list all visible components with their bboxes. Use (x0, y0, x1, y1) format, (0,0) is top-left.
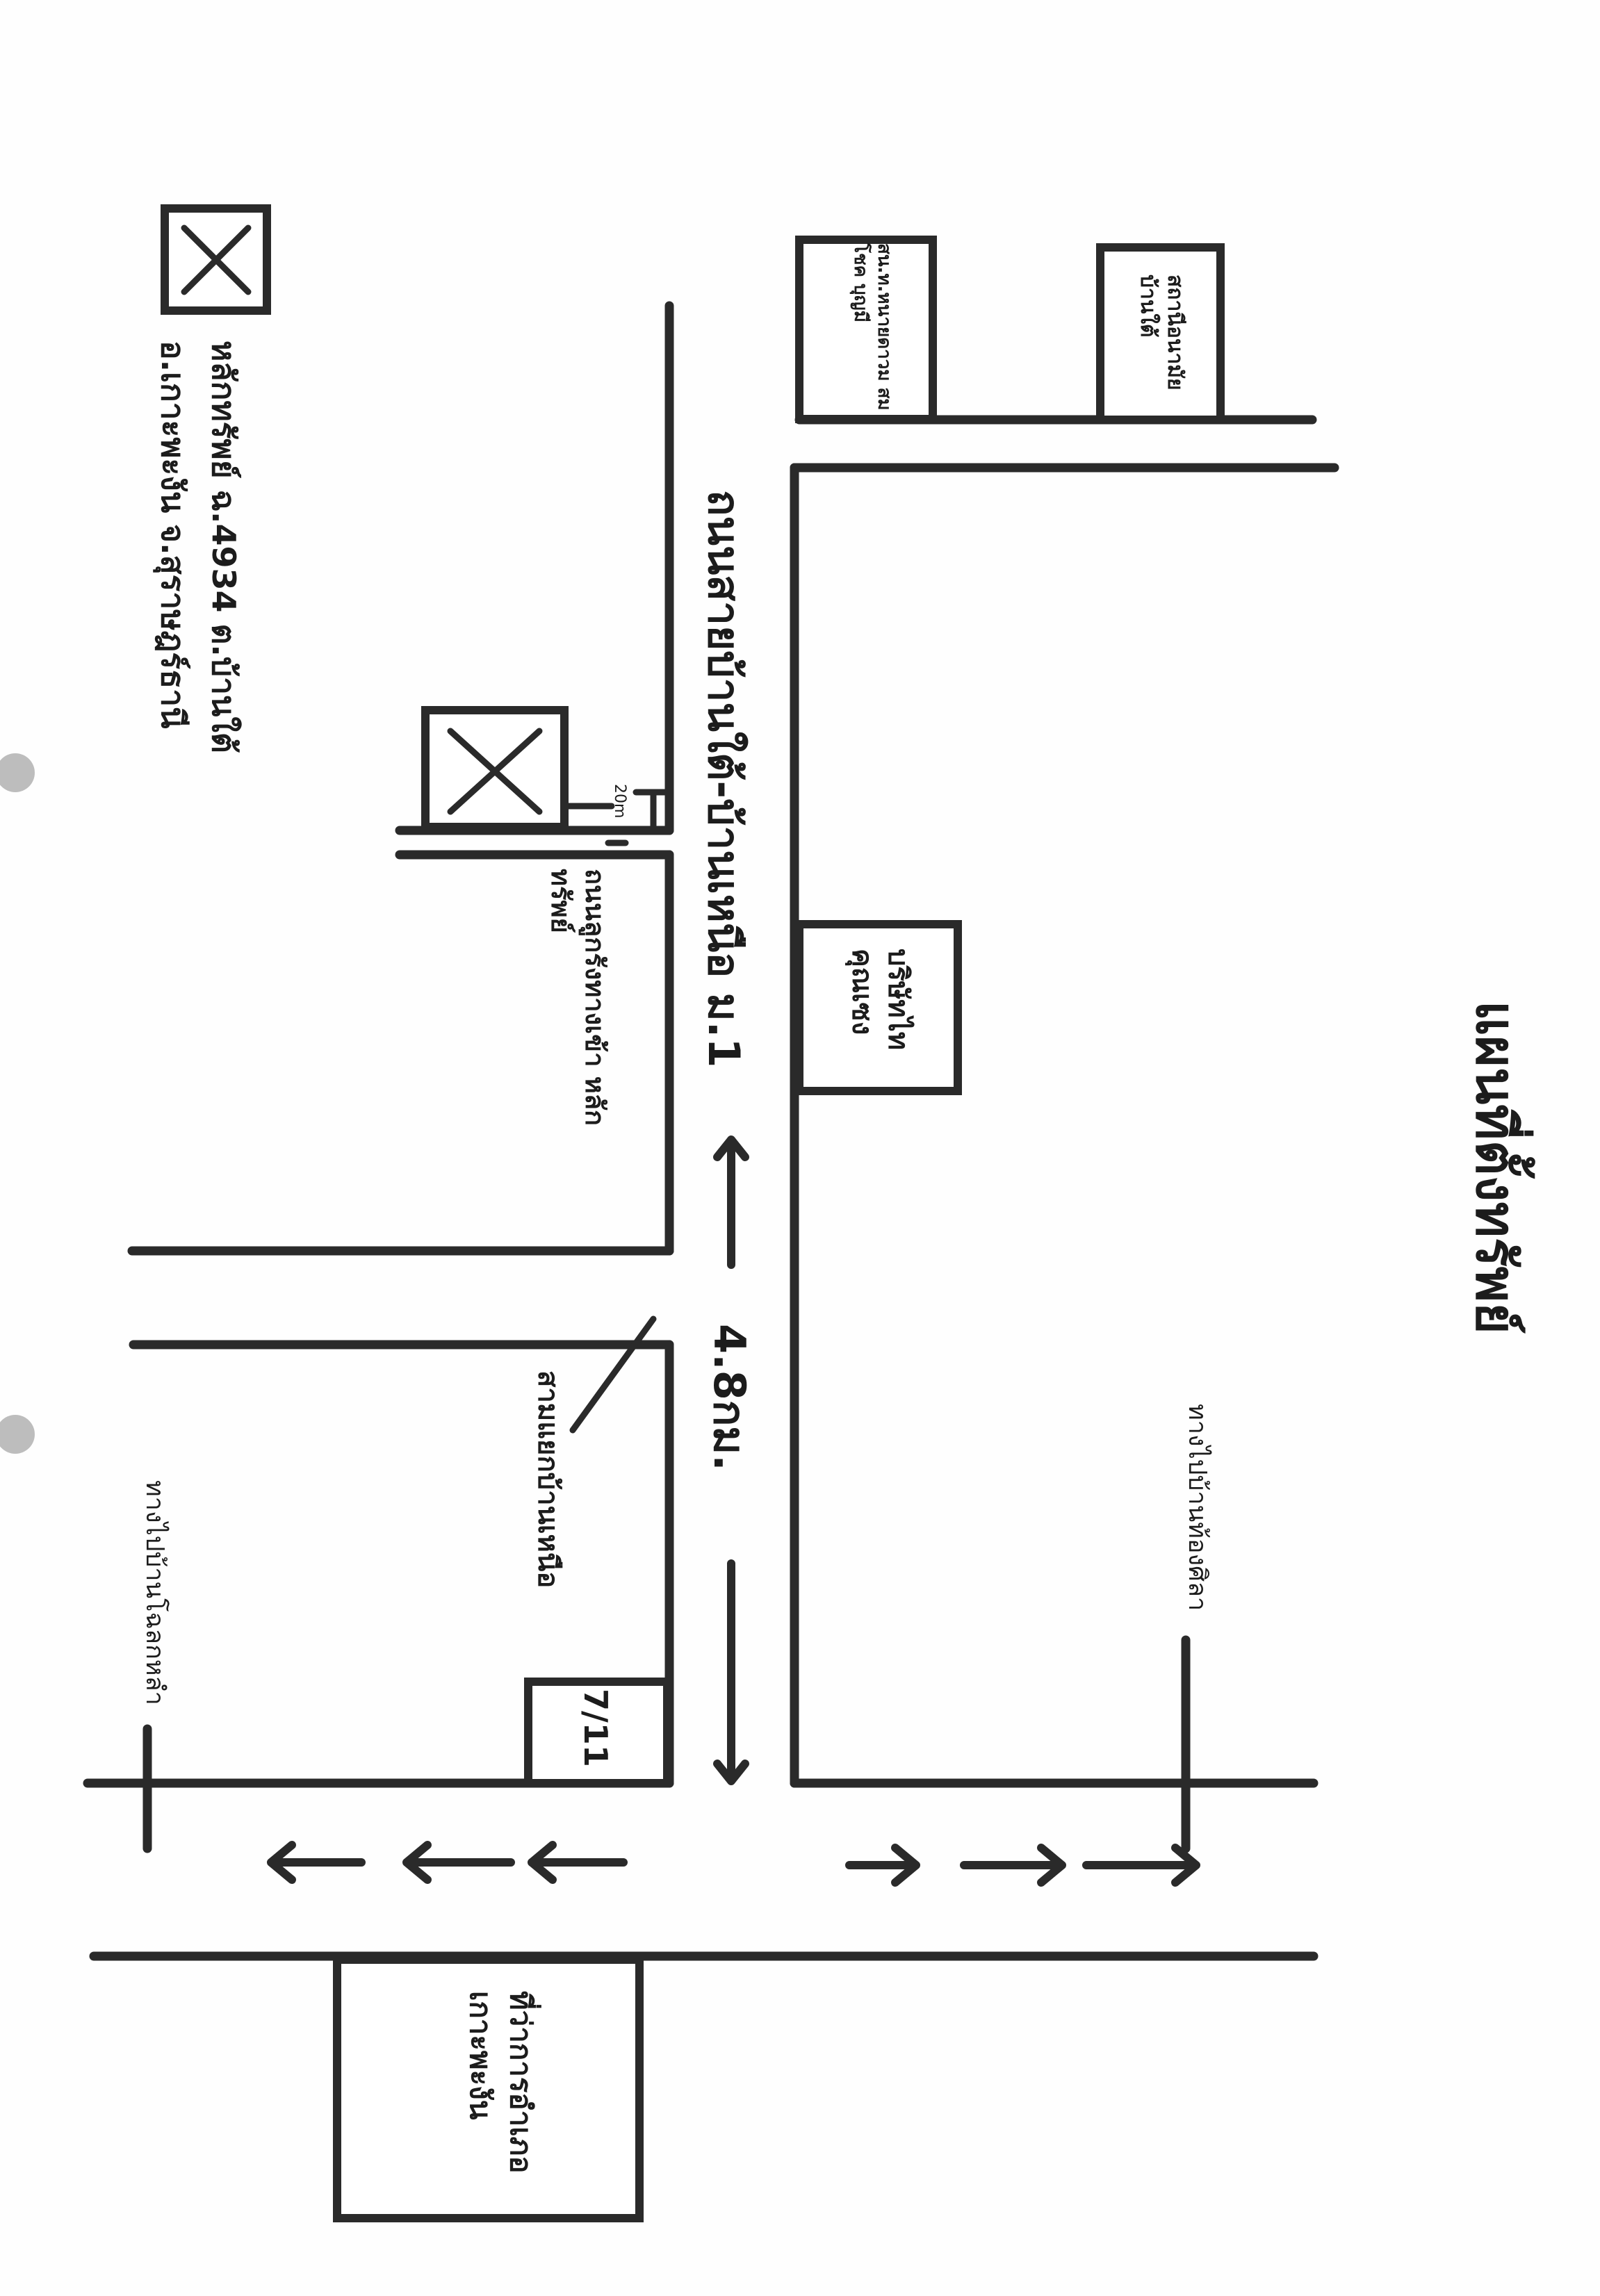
flow-arrow-right-2 (960, 1844, 1066, 1887)
legend-x-mark (181, 224, 252, 295)
property-x-mark (447, 728, 543, 815)
legend-line-2: อ.เกาะพะงัน จ.สุราษฎร์ธานี (154, 341, 192, 729)
binder-hole-top (0, 753, 35, 792)
to-salad-label: ทางไปบ้านโฉลกหลำ (140, 1480, 169, 1705)
short-distance-label: 20m (611, 784, 628, 819)
map-title: แผนที่ตั้งทรัพย์ (1464, 1001, 1526, 1334)
to-thongsala-label: ทางไปบ้านท้องศิลา (1183, 1404, 1211, 1612)
main-road-label: ถนนสายบ้านใต้-บ้านเหนือ ม.1 (699, 490, 749, 1068)
district-office-line-2: เกาะพะงัน (464, 1991, 498, 2120)
company-box (795, 920, 962, 1095)
distance-arrow (713, 1135, 749, 1785)
distance-label: 4.8กม. (704, 1324, 755, 1471)
binder-hole-bottom (0, 1415, 35, 1454)
flow-arrow-right-3 (1082, 1844, 1200, 1887)
district-office-box (333, 1955, 644, 2222)
flow-arrow-left-1 (267, 1841, 366, 1884)
junction-slash (569, 1315, 657, 1434)
twenty-m-marker (563, 789, 674, 830)
flow-arrow-right-1 (845, 1844, 920, 1887)
bank-label: สน.ท.หนายดาวม สม โชค บุญมี (850, 243, 895, 411)
school-label: สถานีอนามัย บ้านใต้ (1136, 274, 1187, 391)
bank-box (795, 236, 937, 423)
legend-line-1: หลักทรัพย์ ฉ.4934 ต.บ้านใต้ (205, 341, 243, 753)
flow-arrow-left-3 (528, 1841, 628, 1884)
school-box (1096, 243, 1225, 424)
seven-eleven-label: 7/11 (577, 1689, 614, 1767)
access-road-label: ถนนลูกรังทางเข้า หลักทรัพย์ (545, 869, 610, 1126)
seven-eleven-box (524, 1678, 671, 1787)
district-office-line-1: ที่ว่าการอำเภอ (504, 1991, 538, 2174)
junction-label: สามแยกบ้านเหนือ (532, 1370, 564, 1589)
company-label: บริษัทไท คุณเซง (846, 949, 914, 1051)
flow-arrow-left-2 (402, 1841, 515, 1884)
